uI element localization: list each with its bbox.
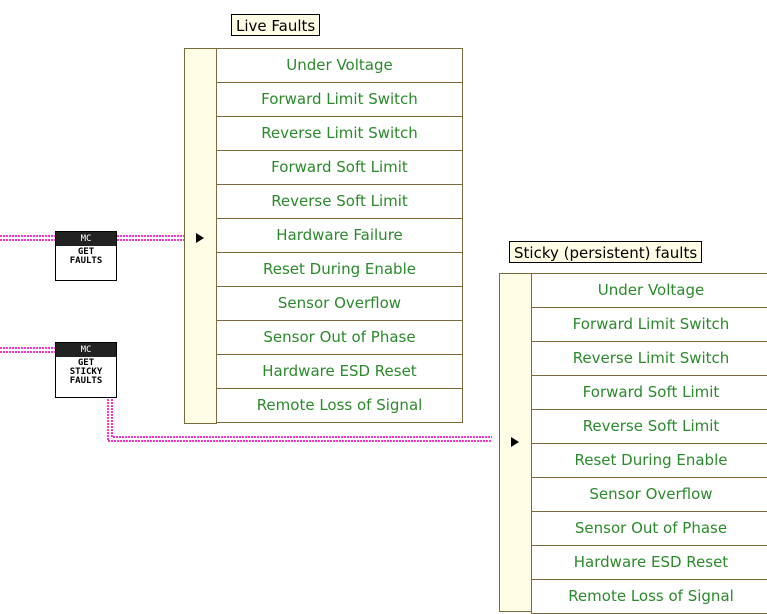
vi-label-line: STICKY bbox=[69, 367, 103, 377]
live-faults-list: Under Voltage Forward Limit Switch Rever… bbox=[216, 48, 463, 423]
list-item: Reset During Enable bbox=[217, 253, 462, 287]
list-item: Forward Limit Switch bbox=[532, 308, 767, 342]
wire-sticky-faults bbox=[107, 396, 492, 442]
wire-sticky-in bbox=[0, 347, 55, 353]
list-item: Remote Loss of Signal bbox=[532, 580, 767, 614]
list-item: Hardware Failure bbox=[217, 219, 462, 253]
sticky-faults-caption: Sticky (persistent) faults bbox=[509, 241, 703, 263]
list-item: Sensor Out of Phase bbox=[217, 321, 462, 355]
vi-header: MC bbox=[56, 232, 116, 246]
list-item: Reverse Soft Limit bbox=[217, 185, 462, 219]
vi-label-line: FAULTS bbox=[69, 376, 103, 386]
vi-header: MC bbox=[56, 343, 116, 357]
list-item: Hardware ESD Reset bbox=[217, 355, 462, 389]
list-item: Reverse Soft Limit bbox=[532, 410, 767, 444]
list-item: Forward Soft Limit bbox=[217, 151, 462, 185]
live-faults-cluster[interactable]: Under Voltage Forward Limit Switch Rever… bbox=[184, 48, 463, 424]
list-item: Under Voltage bbox=[217, 49, 462, 83]
list-item: Reverse Limit Switch bbox=[532, 342, 767, 376]
list-item: Remote Loss of Signal bbox=[217, 389, 462, 423]
get-faults-vi[interactable]: MC GET FAULTS bbox=[55, 231, 117, 281]
list-item: Sensor Out of Phase bbox=[532, 512, 767, 546]
vi-label-line: FAULTS bbox=[69, 256, 103, 266]
get-sticky-faults-vi[interactable]: MC GET STICKY FAULTS bbox=[55, 342, 117, 398]
sticky-faults-cluster[interactable]: Under Voltage Forward Limit Switch Rever… bbox=[499, 273, 767, 614]
list-item: Under Voltage bbox=[532, 274, 767, 308]
list-item: Hardware ESD Reset bbox=[532, 546, 767, 580]
input-terminal-arrow-icon bbox=[196, 233, 204, 243]
list-item: Reset During Enable bbox=[532, 444, 767, 478]
list-item: Forward Limit Switch bbox=[217, 83, 462, 117]
list-item: Forward Soft Limit bbox=[532, 376, 767, 410]
sticky-faults-list: Under Voltage Forward Limit Switch Rever… bbox=[531, 273, 767, 614]
list-item: Reverse Limit Switch bbox=[217, 117, 462, 151]
list-item: Sensor Overflow bbox=[532, 478, 767, 512]
vi-label-line: GET bbox=[77, 247, 95, 257]
vi-label-line: GET bbox=[77, 358, 95, 368]
live-faults-caption: Live Faults bbox=[231, 14, 321, 36]
wire-live-faults bbox=[117, 235, 190, 241]
input-terminal-arrow-icon bbox=[511, 437, 519, 447]
list-item: Sensor Overflow bbox=[217, 287, 462, 321]
wire-get-faults-in bbox=[0, 235, 55, 241]
